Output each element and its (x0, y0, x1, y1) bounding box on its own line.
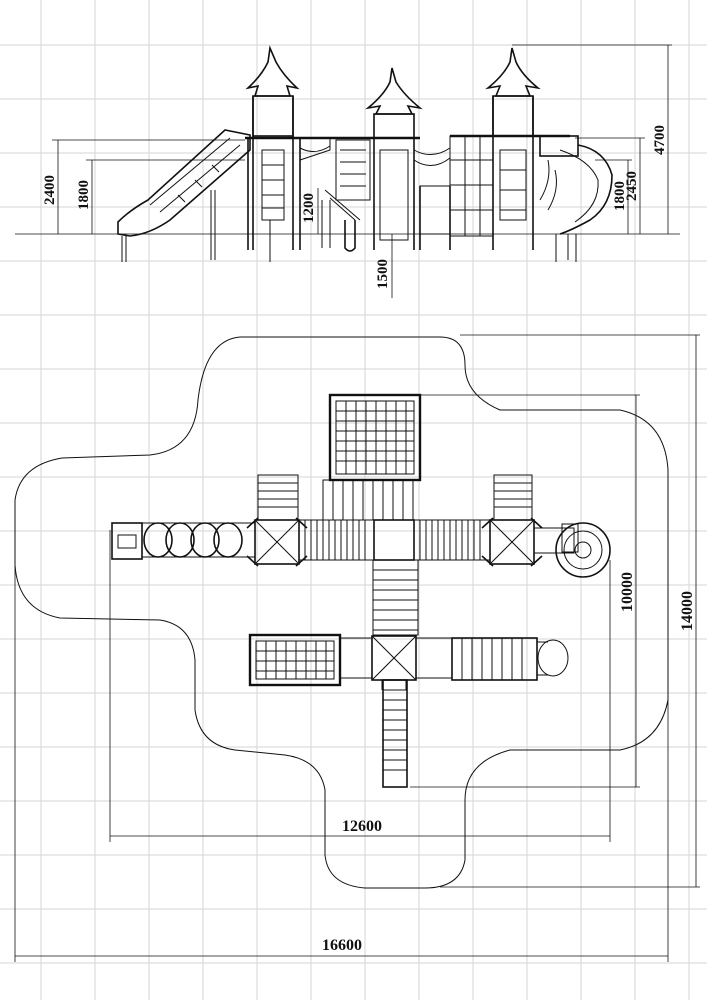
middle-tower (321, 67, 423, 252)
plan-dimensions (14, 334, 700, 962)
dim-overall-height: 4700 (652, 125, 668, 155)
dim-equipment-depth: 10000 (619, 572, 636, 612)
lower-ladder-plan (382, 679, 408, 788)
right-tower (449, 47, 570, 250)
lower-net-panel (248, 633, 342, 687)
dim-left-slide-height: 1800 (76, 180, 92, 210)
left-tower (245, 45, 420, 262)
elevation-dimensions (52, 44, 672, 298)
plan-view: 10000 14000 12600 16600 (14, 334, 700, 962)
dim-middle-platform-height: 1200 (301, 193, 317, 223)
dim-right-slide-height: 1800 (612, 181, 628, 211)
vertical-bridge-plan (372, 559, 419, 636)
left-tower-plan (246, 474, 308, 567)
dim-equipment-width: 12600 (342, 818, 382, 835)
dim-left-platform-height: 2400 (42, 175, 58, 205)
right-spiral-slide-plan (533, 522, 611, 578)
left-tube-slide-plan (111, 522, 255, 560)
dim-safety-zone-depth: 14000 (679, 591, 696, 631)
left-tube-slide (117, 129, 251, 262)
dim-safety-zone-width: 16600 (322, 937, 362, 954)
elevation-view: 2400 1800 1200 1500 4700 2450 1800 (15, 44, 680, 298)
right-tower-plan (481, 474, 543, 567)
bridge-left (299, 138, 331, 161)
dim-below-ground: 1500 (375, 259, 391, 289)
bridge-right (413, 147, 451, 250)
right-spiral-slide (539, 135, 613, 262)
lower-tower-plan (339, 635, 453, 690)
dim-right-platform-height: 2450 (624, 171, 640, 201)
safety-zone-outline (14, 336, 669, 889)
center-bridge-plan (298, 519, 491, 561)
lower-right-bridge-plan (451, 637, 569, 681)
top-net-panel (322, 393, 422, 521)
